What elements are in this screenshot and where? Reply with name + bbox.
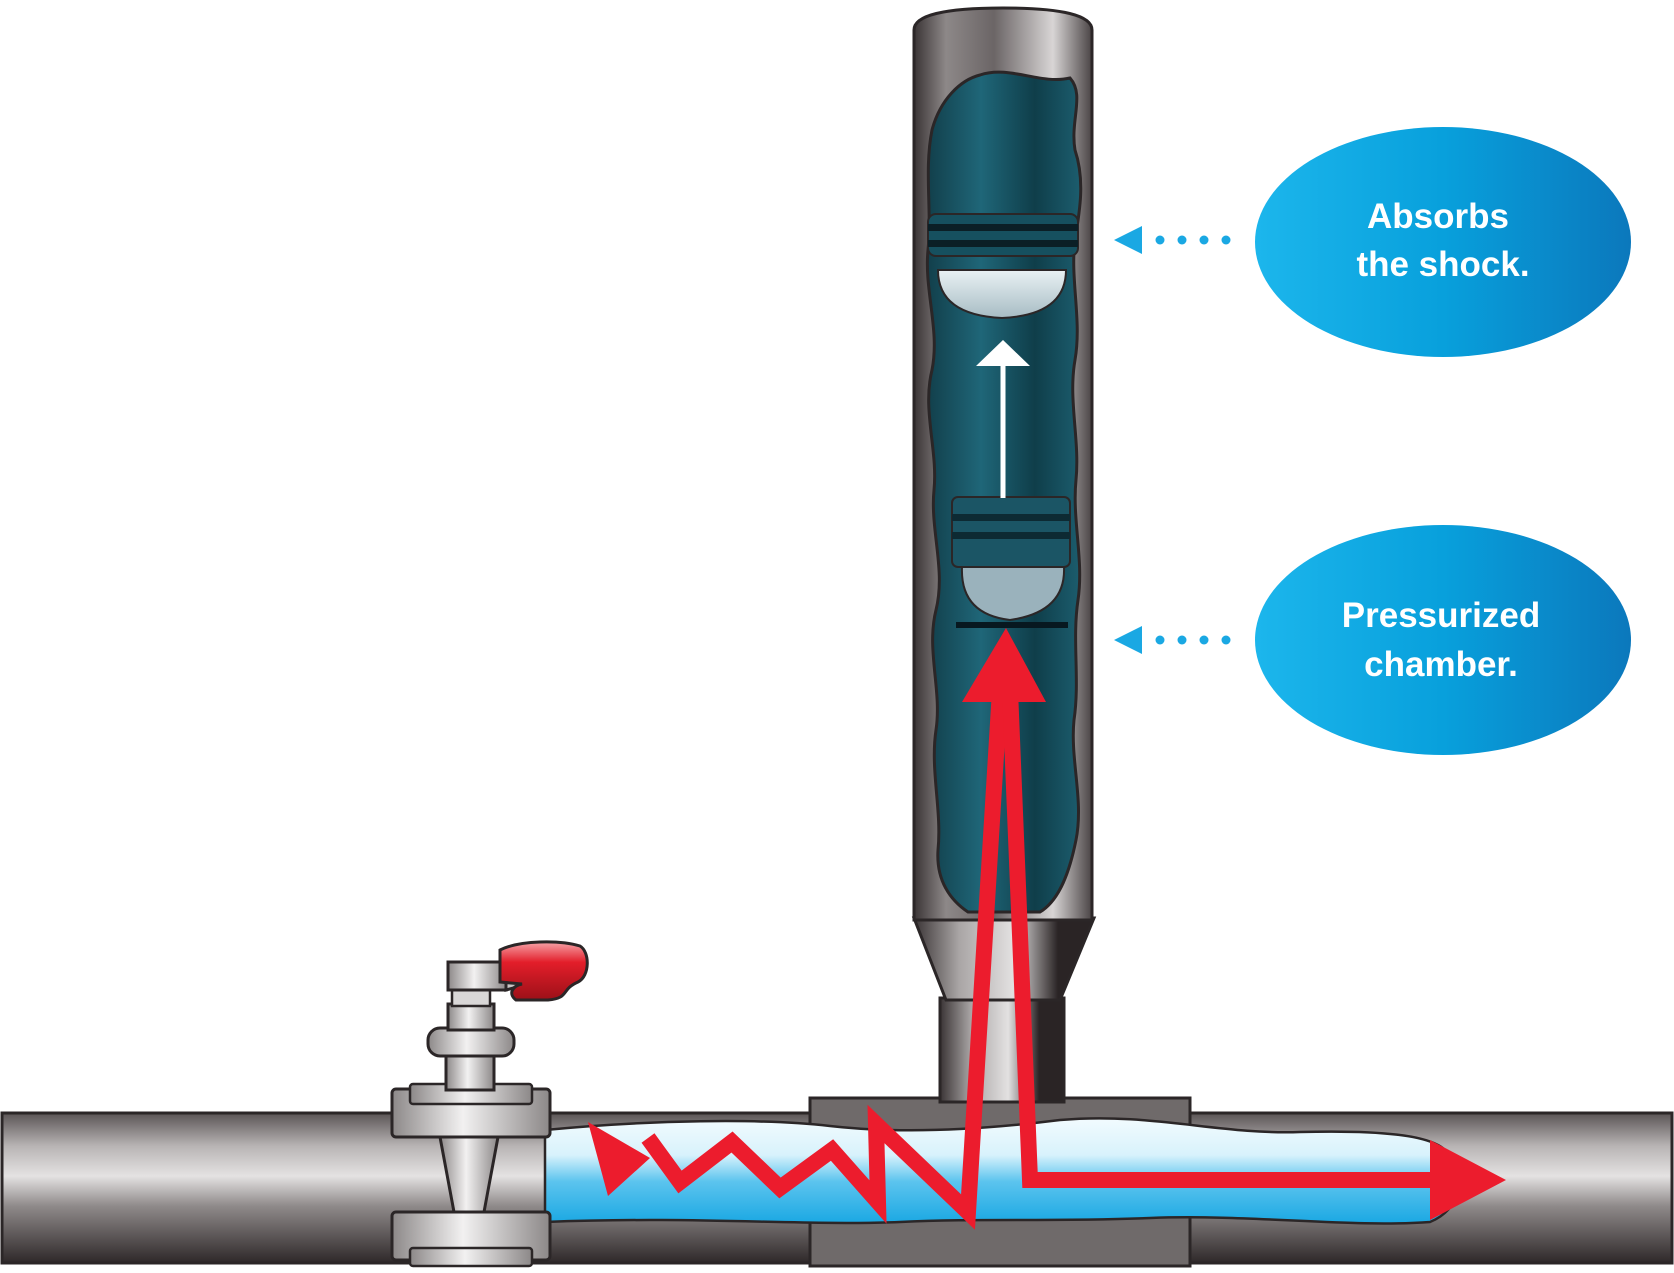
valve-handle: [498, 940, 589, 1002]
callout-absorbs-line1: Absorbs: [1367, 197, 1509, 236]
pointer-absorbs: [1114, 226, 1231, 254]
up-arrow-icon: [976, 340, 1030, 498]
shock-wave-arrow-icon: [588, 628, 1506, 1230]
piston-lower: [951, 496, 1071, 628]
arrestor-cylinder: [911, 6, 1097, 1104]
pointer-chamber: [1114, 626, 1231, 654]
callout-absorbs: Absorbs the shock.: [1255, 127, 1631, 357]
valve-icon: [390, 940, 589, 1268]
callout-chamber-line1: Pressurized: [1342, 596, 1540, 635]
callout-absorbs-line2: the shock.: [1356, 245, 1529, 284]
callout-chamber: Pressurized chamber.: [1255, 525, 1631, 755]
callout-chamber-line2: chamber.: [1364, 645, 1518, 684]
piston-icon: [927, 213, 1079, 320]
